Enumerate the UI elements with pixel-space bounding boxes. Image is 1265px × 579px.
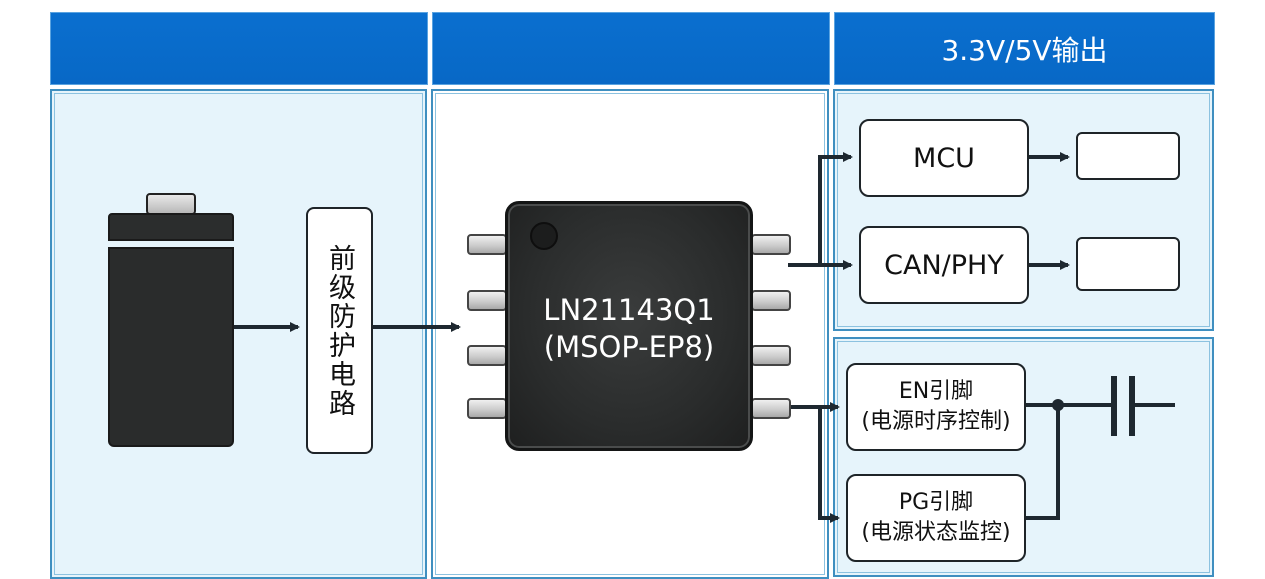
chip-package: (MSOP-EP8) [543,330,715,364]
protection-circuit-label: 前级防护电路 [324,243,355,418]
en-pin-box: EN引脚 (电源时序控制) [846,363,1026,451]
junction-node [1052,399,1064,411]
wire-to-pg [818,407,840,523]
header-output: 3.3V/5V输出 [834,12,1215,85]
battery-body [108,247,234,447]
pg-pin-box: PG引脚 (电源状态监控) [846,474,1026,562]
chip-part-number: LN21143Q1 [543,293,715,327]
pg-pin-desc: (电源状态监控) [861,520,1011,545]
can-phy-label: CAN/PHY [884,249,1004,281]
can-phy-box: CAN/PHY [859,226,1029,304]
can-load-box [1076,237,1180,291]
mcu-box: MCU [859,119,1029,197]
capacitor-icon [1111,376,1135,436]
connection-wires [234,152,1175,523]
header-chip [432,12,830,85]
mcu-load-box [1076,132,1180,180]
en-pin-desc: (电源时序控制) [861,409,1011,434]
wire-pg-to-node [1026,405,1060,520]
en-pin-title: EN引脚 [898,379,974,404]
regulator-chip: LN21143Q1 (MSOP-EP8) [505,201,753,451]
wire-to-mcu [818,152,853,265]
pin1-marker-icon [530,222,558,250]
protection-circuit-box: 前级防护电路 [306,207,373,454]
mcu-label: MCU [913,142,975,174]
header-input [50,12,428,85]
pg-pin-title: PG引脚 [898,490,974,515]
battery-top [108,213,234,241]
